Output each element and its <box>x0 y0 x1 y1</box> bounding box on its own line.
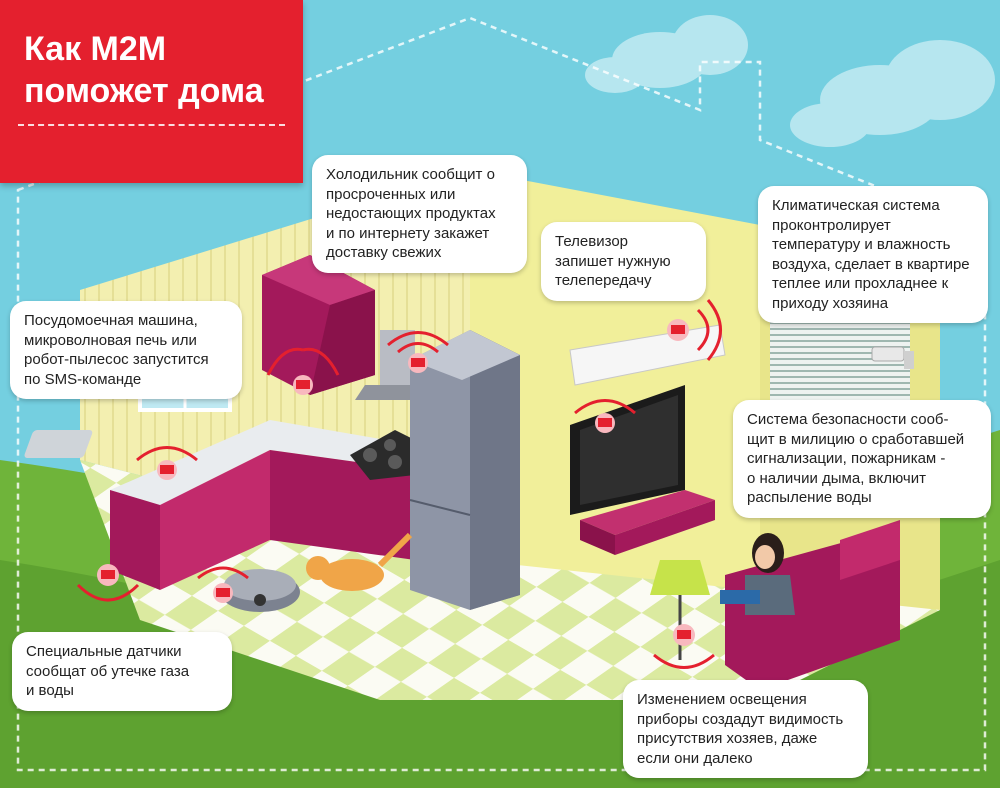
signal-icon <box>266 347 340 395</box>
cat-figure <box>306 532 413 591</box>
signal-icon <box>667 299 722 361</box>
house-outline <box>16 16 987 772</box>
signal-icon <box>76 564 140 602</box>
fridge <box>409 330 520 610</box>
robot-vacuum <box>220 569 300 612</box>
callout-security: Система безопасности сооб- щит в милицию… <box>733 400 991 518</box>
callout-dishwasher: Посудомоечная машина, микроволновая печь… <box>10 301 242 399</box>
security-camera-icon <box>871 346 914 369</box>
callout-climate: Климатическая система проконтролирует те… <box>758 186 988 323</box>
cloud-icon <box>790 40 995 147</box>
signal-icon <box>653 624 715 669</box>
cooktop <box>350 430 415 480</box>
signal-icon <box>387 331 449 373</box>
signal-icon <box>574 399 636 433</box>
kitchen-counter <box>24 420 415 590</box>
title-divider <box>18 124 285 126</box>
cloud-icon <box>585 15 748 93</box>
callout-fridge: Холодильник сообщит о просроченных или н… <box>312 155 527 273</box>
woman-figure <box>720 533 795 615</box>
callout-tv: Телевизор запишет нужную телепередачу <box>541 222 706 301</box>
callout-lighting: Изменением освещения приборы создадут ви… <box>623 680 868 778</box>
signal-icon <box>136 446 198 480</box>
sofa <box>725 520 900 690</box>
callout-sensors: Специальные датчики сообщат об утечке га… <box>12 632 232 711</box>
title-panel: Как М2М поможет дома <box>0 0 303 183</box>
tv-stand <box>580 490 715 555</box>
page-title: Как М2М поможет дома <box>24 30 264 110</box>
signal-icon <box>197 566 249 603</box>
upper-cabinets <box>262 255 375 395</box>
